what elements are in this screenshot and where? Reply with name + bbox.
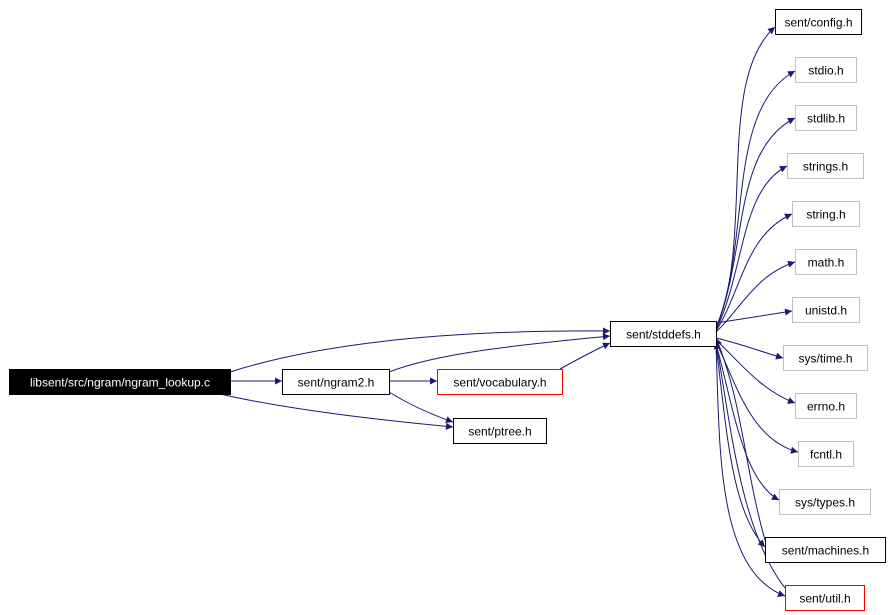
node-box-util — [785, 585, 865, 611]
node-label-ngram_lookup: libsent/src/ngram/ngram_lookup.c — [30, 376, 210, 390]
file-nodes: libsent/src/ngram/ngram_lookup.c sent/ngr… — [9, 9, 886, 611]
edge-stddefs-to-stdio — [715, 70, 796, 329]
node-box-machines — [765, 537, 886, 563]
node-systime: sys/time.h — [783, 345, 868, 371]
node-label-systime: sys/time.h — [798, 352, 852, 366]
edge-stddefs-to-errno — [715, 339, 796, 404]
node-box-errno — [795, 393, 857, 419]
edge-stddefs-to-machines — [715, 345, 766, 548]
node-box-ngram_lookup — [9, 369, 231, 395]
node-box-vocabulary — [437, 369, 563, 395]
node-box-stdio — [795, 57, 857, 83]
edge-stddefs-to-config — [715, 26, 776, 329]
node-box-systime — [783, 345, 868, 371]
edge-stddefs-to-stdlib — [715, 117, 796, 330]
edge-stddefs-to-string — [715, 213, 793, 332]
node-label-math: math.h — [808, 256, 845, 270]
node-label-stdio: stdio.h — [808, 64, 843, 78]
edge-ngram2-to-stddefs — [388, 333, 611, 373]
node-math: math.h — [795, 249, 857, 275]
node-ngram2[interactable]: sent/ngram2.h — [282, 369, 390, 395]
node-string: string.h — [792, 201, 860, 227]
node-label-strings: strings.h — [803, 160, 848, 174]
edge-stddefs-to-util — [715, 345, 786, 597]
node-box-systypes — [779, 489, 871, 515]
node-label-stddefs: sent/stddefs.h — [626, 328, 701, 342]
node-fcntl: fcntl.h — [798, 441, 854, 467]
node-systypes: sys/types.h — [779, 489, 871, 515]
node-stddefs[interactable]: sent/stddefs.h — [610, 321, 717, 347]
node-box-stddefs — [610, 321, 717, 347]
node-label-string: string.h — [806, 208, 845, 222]
node-vocabulary[interactable]: sent/vocabulary.h — [437, 369, 563, 395]
node-box-strings — [787, 153, 864, 179]
node-ngram_lookup[interactable]: libsent/src/ngram/ngram_lookup.c — [9, 369, 231, 395]
edge-ngram_lookup-to-stddefs — [229, 327, 611, 373]
edge-ngram_lookup-to-ptree — [219, 393, 454, 430]
node-box-unistd — [792, 297, 860, 323]
node-box-math — [795, 249, 857, 275]
node-ptree[interactable]: sent/ptree.h — [453, 418, 547, 444]
node-label-ngram2: sent/ngram2.h — [298, 376, 375, 390]
edge-stddefs-to-strings — [715, 165, 788, 331]
node-box-ngram2 — [282, 369, 390, 395]
dependency-edges — [219, 26, 799, 597]
edge-util-to-stddefs — [713, 341, 786, 589]
edge-stddefs-to-math — [715, 260, 796, 333]
node-box-stdlib — [795, 105, 857, 131]
node-label-fcntl: fcntl.h — [810, 448, 842, 462]
node-label-ptree: sent/ptree.h — [468, 425, 531, 439]
node-machines[interactable]: sent/machines.h — [765, 537, 886, 563]
node-unistd: unistd.h — [792, 297, 860, 323]
node-label-unistd: unistd.h — [805, 304, 847, 318]
node-box-config — [775, 9, 862, 35]
edge-vocabulary-to-stddefs — [559, 342, 611, 370]
edge-stddefs-to-systypes — [715, 343, 780, 501]
node-label-systypes: sys/types.h — [795, 496, 855, 510]
node-label-machines: sent/machines.h — [782, 544, 869, 558]
node-label-errno: errno.h — [807, 400, 845, 414]
edge-stddefs-to-systime — [715, 337, 784, 360]
node-stdlib: stdlib.h — [795, 105, 857, 131]
node-label-util: sent/util.h — [799, 592, 850, 606]
node-label-stdlib: stdlib.h — [807, 112, 845, 126]
node-config[interactable]: sent/config.h — [775, 9, 862, 35]
node-box-string — [792, 201, 860, 227]
edge-ngram2-to-ptree — [388, 391, 454, 424]
node-util[interactable]: sent/util.h — [785, 585, 865, 611]
node-box-ptree — [453, 418, 547, 444]
node-stdio: stdio.h — [795, 57, 857, 83]
node-errno: errno.h — [795, 393, 857, 419]
node-box-fcntl — [798, 441, 854, 467]
node-strings: strings.h — [787, 153, 864, 179]
node-label-config: sent/config.h — [784, 16, 852, 30]
edge-machines-to-stddefs — [715, 337, 766, 541]
edge-stddefs-to-unistd — [715, 308, 793, 324]
node-label-vocabulary: sent/vocabulary.h — [453, 376, 546, 390]
